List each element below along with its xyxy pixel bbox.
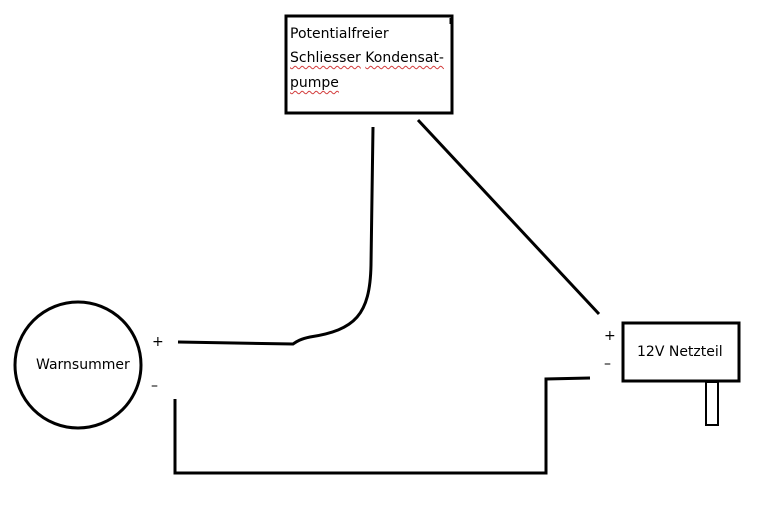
switch-label-word-kondensat: Kondensat-: [365, 50, 444, 66]
wire-buzzer-minus-to-supply-minus: [173, 376, 591, 475]
switch-label-word-pumpe: pumpe: [290, 75, 339, 91]
buzzer-minus-sign: –: [151, 378, 158, 394]
switch-box: [284, 14, 454, 115]
buzzer-plus-sign: +: [152, 334, 164, 350]
buzzer-label: Warnsummer: [36, 357, 130, 373]
buzzer-circle: [13, 300, 143, 430]
supply-plus-sign: +: [604, 328, 616, 344]
power-supply-box: [621, 321, 741, 383]
switch-label-line3: pumpe: [290, 73, 339, 93]
switch-label-line2: Schliesser Kondensat-: [290, 48, 444, 68]
power-supply-label: 12V Netzteil: [637, 344, 723, 360]
supply-minus-sign: –: [604, 356, 611, 372]
wire-switch-to-supply-plus: [416, 118, 601, 316]
wire-switch-to-buzzer-plus: [177, 126, 375, 346]
switch-label-line1: Potentialfreier: [290, 26, 389, 42]
power-supply-plug: [705, 381, 719, 426]
switch-label-word-schliesser: Schliesser: [290, 50, 361, 66]
